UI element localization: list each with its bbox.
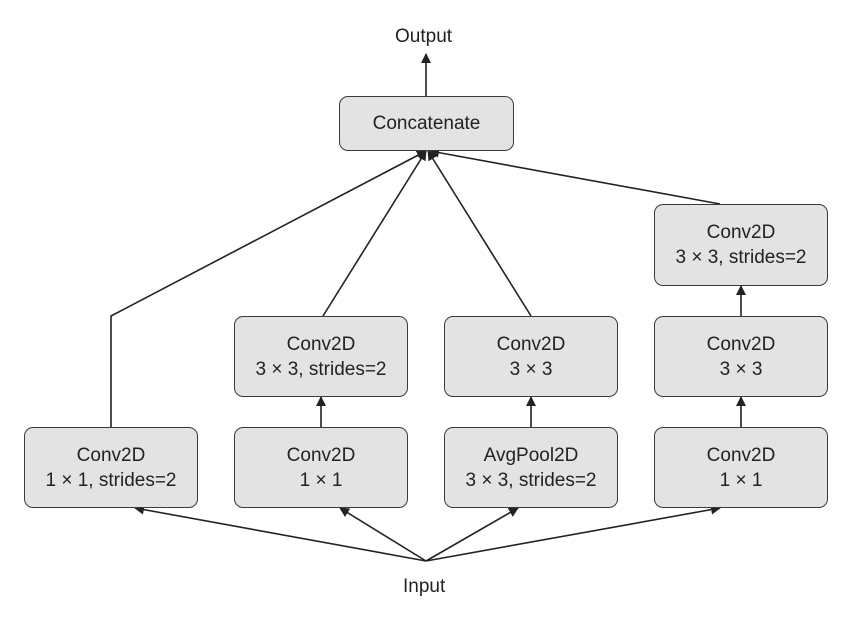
branch4-conv2d-3x3-strides2: Conv2D 3 × 3, strides=2	[654, 204, 828, 286]
input-label: Input	[403, 576, 446, 597]
edge-input-b1	[134, 504, 427, 562]
node-params: 1 × 1	[299, 469, 343, 491]
node-params: 3 × 3, strides=2	[255, 358, 387, 380]
branch4-conv2d-1x1: Conv2D 1 × 1	[654, 427, 828, 508]
output-label: Output	[395, 26, 453, 47]
node-params: 1 × 1, strides=2	[45, 469, 177, 491]
node-title: Conv2D	[706, 222, 776, 243]
branch4-conv2d-3x3: Conv2D 3 × 3	[654, 316, 828, 397]
concatenate-title: Concatenate	[372, 113, 481, 134]
node-params: 3 × 3, strides=2	[675, 247, 807, 268]
edge-b4-concat	[429, 147, 721, 205]
node-title: Conv2D	[286, 333, 356, 355]
branch2-conv2d-3x3-strides2: Conv2D 3 × 3, strides=2	[234, 316, 408, 397]
edge-input-b2	[339, 507, 427, 562]
branch3-conv2d-3x3: Conv2D 3 × 3	[444, 316, 618, 397]
node-params: 1 × 1	[719, 469, 763, 491]
edge-b1-concat	[110, 150, 427, 427]
branch3-avgpool2d-3x3-strides2: AvgPool2D 3 × 3, strides=2	[444, 427, 618, 508]
branch1-conv2d-1x1-strides2: Conv2D 1 × 1, strides=2	[24, 427, 198, 508]
branch2-conv2d-1x1: Conv2D 1 × 1	[234, 427, 408, 508]
node-title: Conv2D	[706, 444, 776, 466]
node-title: AvgPool2D	[483, 444, 579, 466]
concatenate-node: Concatenate	[339, 96, 514, 151]
node-params: 3 × 3	[719, 358, 763, 380]
node-title: Conv2D	[286, 444, 356, 466]
node-title: Conv2D	[706, 333, 776, 355]
edge-b2-concat	[322, 150, 427, 317]
node-params: 3 × 3	[509, 358, 553, 380]
node-title: Conv2D	[76, 444, 146, 466]
edge-input-b4	[425, 504, 721, 562]
edge-b3-concat	[427, 150, 532, 317]
edge-input-b3	[425, 507, 519, 562]
node-title: Conv2D	[496, 333, 566, 355]
node-params: 3 × 3, strides=2	[465, 469, 597, 491]
